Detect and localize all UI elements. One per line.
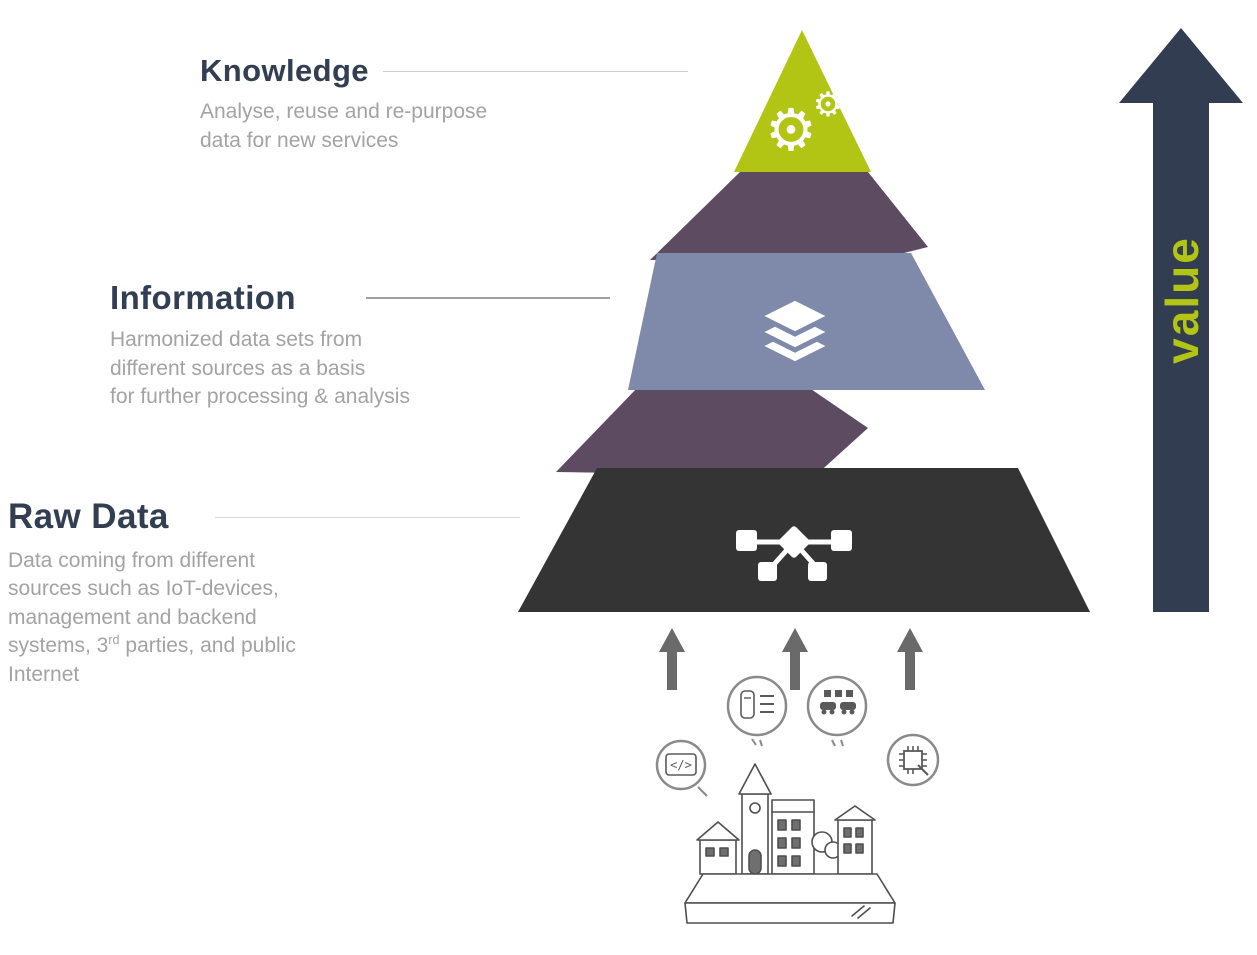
knowledge-rule (382, 70, 688, 72)
city-sketch (684, 763, 896, 924)
knowledge-heading: Knowledge (200, 53, 369, 88)
information-label-block: Information Harmonized data sets from di… (110, 279, 610, 412)
information-heading: Information (110, 279, 296, 316)
source-icons: </> (655, 675, 940, 797)
cars-icon (806, 675, 868, 747)
meter-icon (726, 675, 788, 747)
knowledge-label-block: Knowledge Analyse, reuse and re-purpose … (200, 53, 688, 155)
raw-data-rule (214, 516, 520, 518)
information-description: Harmonized data sets from different sour… (110, 328, 410, 409)
connector-information-rawdata (556, 385, 868, 476)
svg-text:⚙: ⚙ (765, 98, 817, 163)
svg-text:</>: </> (670, 758, 692, 772)
information-rule (365, 297, 610, 300)
code-icon: </> (655, 739, 708, 797)
layers-icon (753, 295, 837, 367)
input-arrows (659, 628, 923, 690)
raw-data-label-block: Raw Data Data coming from different sour… (8, 497, 520, 689)
svg-text:⚙: ⚙ (813, 86, 843, 124)
gears-icon: ⚙ ⚙ (765, 86, 843, 163)
raw-data-description: Data coming from different sources such … (8, 548, 296, 686)
value-arrow (1119, 28, 1243, 612)
knowledge-layer (734, 30, 871, 172)
connector-knowledge-information (650, 172, 928, 260)
chip-icon (886, 733, 940, 787)
value-arrow-label: value (1156, 236, 1208, 364)
raw-data-heading: Raw Data (8, 497, 169, 536)
raw-data-description-superscript: rd (108, 633, 120, 648)
network-icon (736, 526, 852, 581)
knowledge-description: Analyse, reuse and re-purpose data for n… (200, 100, 488, 152)
